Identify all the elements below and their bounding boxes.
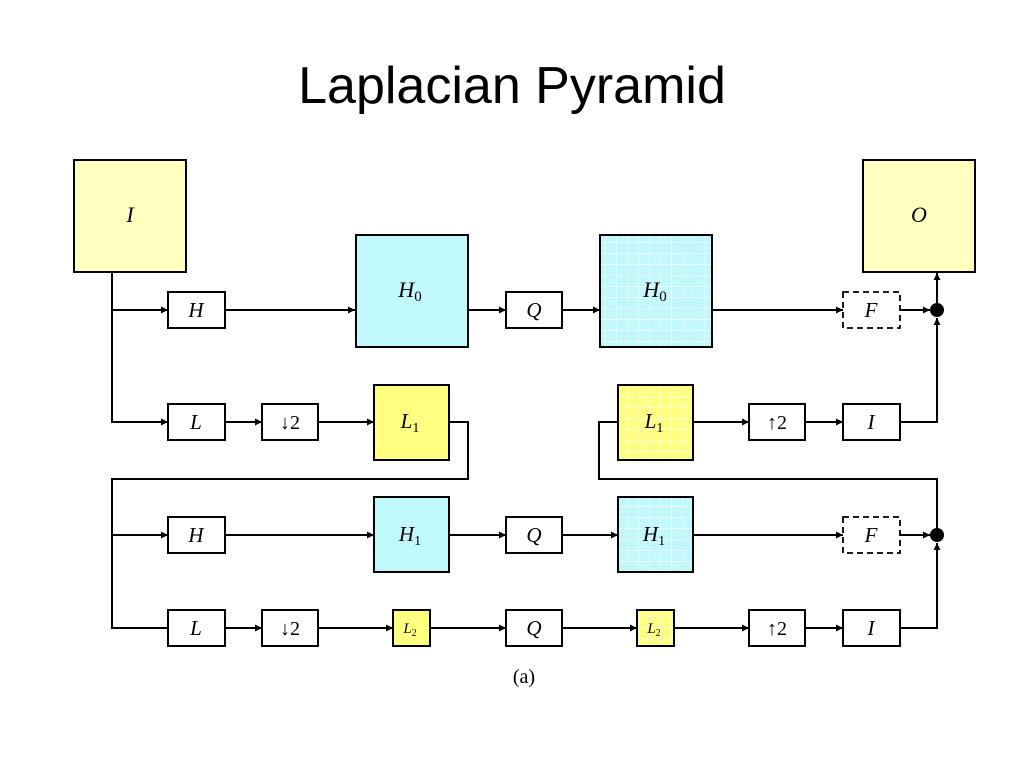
- wire-r2-interp-to-sum: [900, 318, 941, 423]
- slide-title: Laplacian Pyramid: [298, 57, 726, 115]
- r1-quant-box: [505, 291, 563, 329]
- r2-l1-box: [373, 384, 450, 461]
- wire-input-spine: [111, 272, 168, 426]
- sum-node-level2: [930, 528, 944, 542]
- r1-h0-base: H: [397, 277, 415, 302]
- r4-quant-box: [505, 609, 563, 647]
- r4-l2-label: L2: [402, 621, 416, 639]
- r3-h1-base: H: [398, 522, 416, 546]
- r1-h0q-label: H0: [642, 277, 666, 305]
- r4-upsample-label: ↑2: [767, 618, 787, 640]
- output-image-label: O: [911, 202, 927, 227]
- r4-lowpass-label: L: [189, 616, 202, 640]
- r4-upsample-box: [748, 609, 806, 647]
- r4-lowpass-box: [167, 609, 226, 647]
- r2-l1q-box: [617, 384, 694, 461]
- wire-l1-to-level2: [111, 421, 469, 629]
- r3-h1-label: H1: [398, 522, 421, 549]
- r2-l1q-base: L: [644, 409, 657, 433]
- r1-filter-box: [842, 291, 901, 329]
- r3-quant-label: Q: [526, 523, 541, 547]
- r3-filter-label: F: [864, 523, 878, 547]
- r1-h0q-sub: 0: [659, 289, 667, 305]
- r4-downsample-box: [261, 609, 319, 647]
- r2-lowpass-box: [167, 403, 226, 441]
- r4-interp-box: [842, 609, 901, 647]
- r4-quant-label: Q: [526, 616, 541, 640]
- input-image-box: [73, 159, 187, 273]
- r1-h0q-box: [599, 234, 713, 348]
- r3-h1q-sub: 1: [658, 534, 665, 549]
- r2-l1q-label: L1: [644, 409, 664, 436]
- r3-h1-sub: 1: [414, 534, 421, 549]
- r1-h0-sub: 0: [414, 289, 422, 305]
- r4-l2q-base: L: [646, 621, 655, 637]
- r2-l1-sub: 1: [412, 421, 419, 436]
- r3-highpass-box: [167, 516, 226, 554]
- r4-downsample-label: ↓2: [280, 618, 300, 640]
- r2-l1q-sub: 1: [656, 421, 663, 436]
- r3-h1q-label: H1: [642, 522, 665, 549]
- r3-filter-box: [842, 516, 901, 554]
- r2-downsample-box: [261, 403, 319, 441]
- wire-r4-interp-to-sum: [900, 543, 941, 629]
- r2-downsample-label: ↓2: [280, 412, 300, 434]
- r2-interp-label: I: [867, 410, 876, 434]
- r2-l1-base: L: [400, 409, 413, 433]
- r2-lowpass-label: L: [189, 410, 202, 434]
- r1-filter-label: F: [864, 298, 878, 322]
- r3-h1-box: [373, 496, 450, 573]
- r1-highpass-box: [167, 291, 226, 329]
- r3-highpass-label: H: [187, 523, 205, 547]
- wire-level2-to-l1q: [598, 421, 938, 541]
- r4-l2q-box: [636, 609, 675, 647]
- r4-interp-label: I: [867, 616, 876, 640]
- input-image-label: I: [125, 202, 135, 227]
- r4-l2-sub: 2: [412, 628, 417, 639]
- r3-h1q-base: H: [642, 522, 660, 546]
- output-image-box: [862, 159, 976, 273]
- r2-upsample-label: ↑2: [767, 412, 787, 434]
- r2-interp-box: [842, 403, 901, 441]
- r1-quant-label: Q: [526, 298, 541, 322]
- r1-h0-box: [355, 234, 469, 348]
- r1-h0-label: H0: [397, 277, 421, 305]
- r4-l2-base: L: [402, 621, 411, 637]
- sum-node-level1: [930, 303, 944, 317]
- r4-l2-box: [392, 609, 431, 647]
- r3-h1q-box: [617, 496, 694, 573]
- figure-caption: (a): [513, 666, 535, 688]
- r1-h0q-base: H: [642, 277, 660, 302]
- r1-highpass-label: H: [187, 298, 205, 322]
- r4-l2q-label: L2: [646, 621, 660, 639]
- r3-quant-box: [505, 516, 563, 554]
- r2-upsample-box: [748, 403, 806, 441]
- r4-l2q-sub: 2: [656, 628, 661, 639]
- r2-l1-label: L1: [400, 409, 420, 436]
